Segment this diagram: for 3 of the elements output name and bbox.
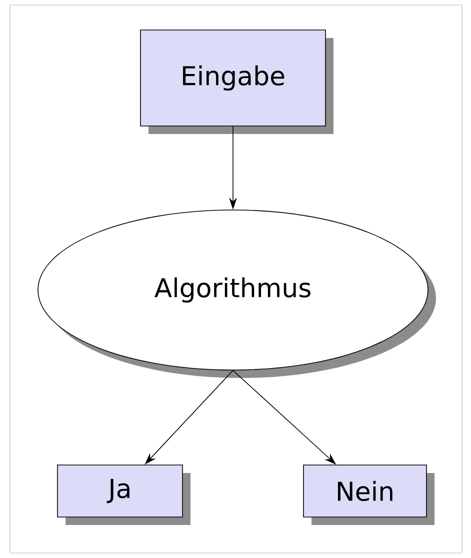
process-box: Nein: [303, 464, 434, 525]
process-box: Eingabe: [140, 30, 334, 134]
process-box: Ja: [57, 464, 190, 525]
